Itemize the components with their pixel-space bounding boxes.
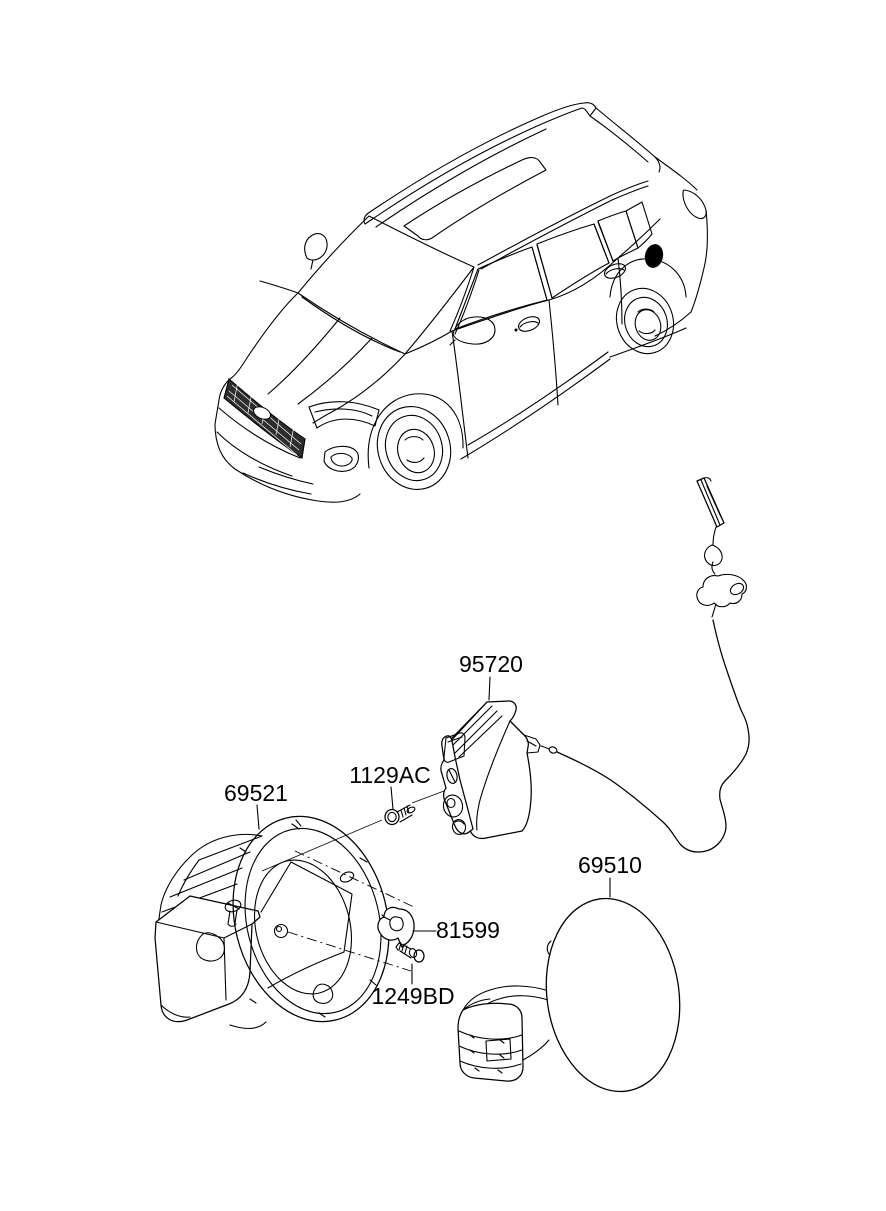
fuel-door-location-marker	[644, 244, 664, 268]
part-label-bolt: 1129AC	[349, 762, 430, 788]
leader-lines	[256, 676, 611, 985]
clip-drawing	[377, 906, 415, 948]
assembly-axis-line	[261, 790, 445, 872]
vehicle-illustration	[214, 102, 708, 503]
part-label-actuator: 95720	[459, 651, 523, 677]
housing-drawing	[154, 815, 390, 1029]
part-label-housing: 69521	[224, 780, 288, 806]
reference-lines	[287, 850, 415, 972]
part-label-screw: 1249BD	[371, 983, 454, 1009]
actuator-drawing	[440, 700, 541, 840]
part-label-clip: 81599	[436, 917, 500, 943]
release-cable-drawing	[540, 477, 750, 853]
bolt-drawing	[384, 804, 416, 826]
part-label-door: 69510	[578, 852, 642, 878]
fuel-door-drawing	[457, 897, 681, 1093]
screw-drawing	[395, 942, 425, 963]
